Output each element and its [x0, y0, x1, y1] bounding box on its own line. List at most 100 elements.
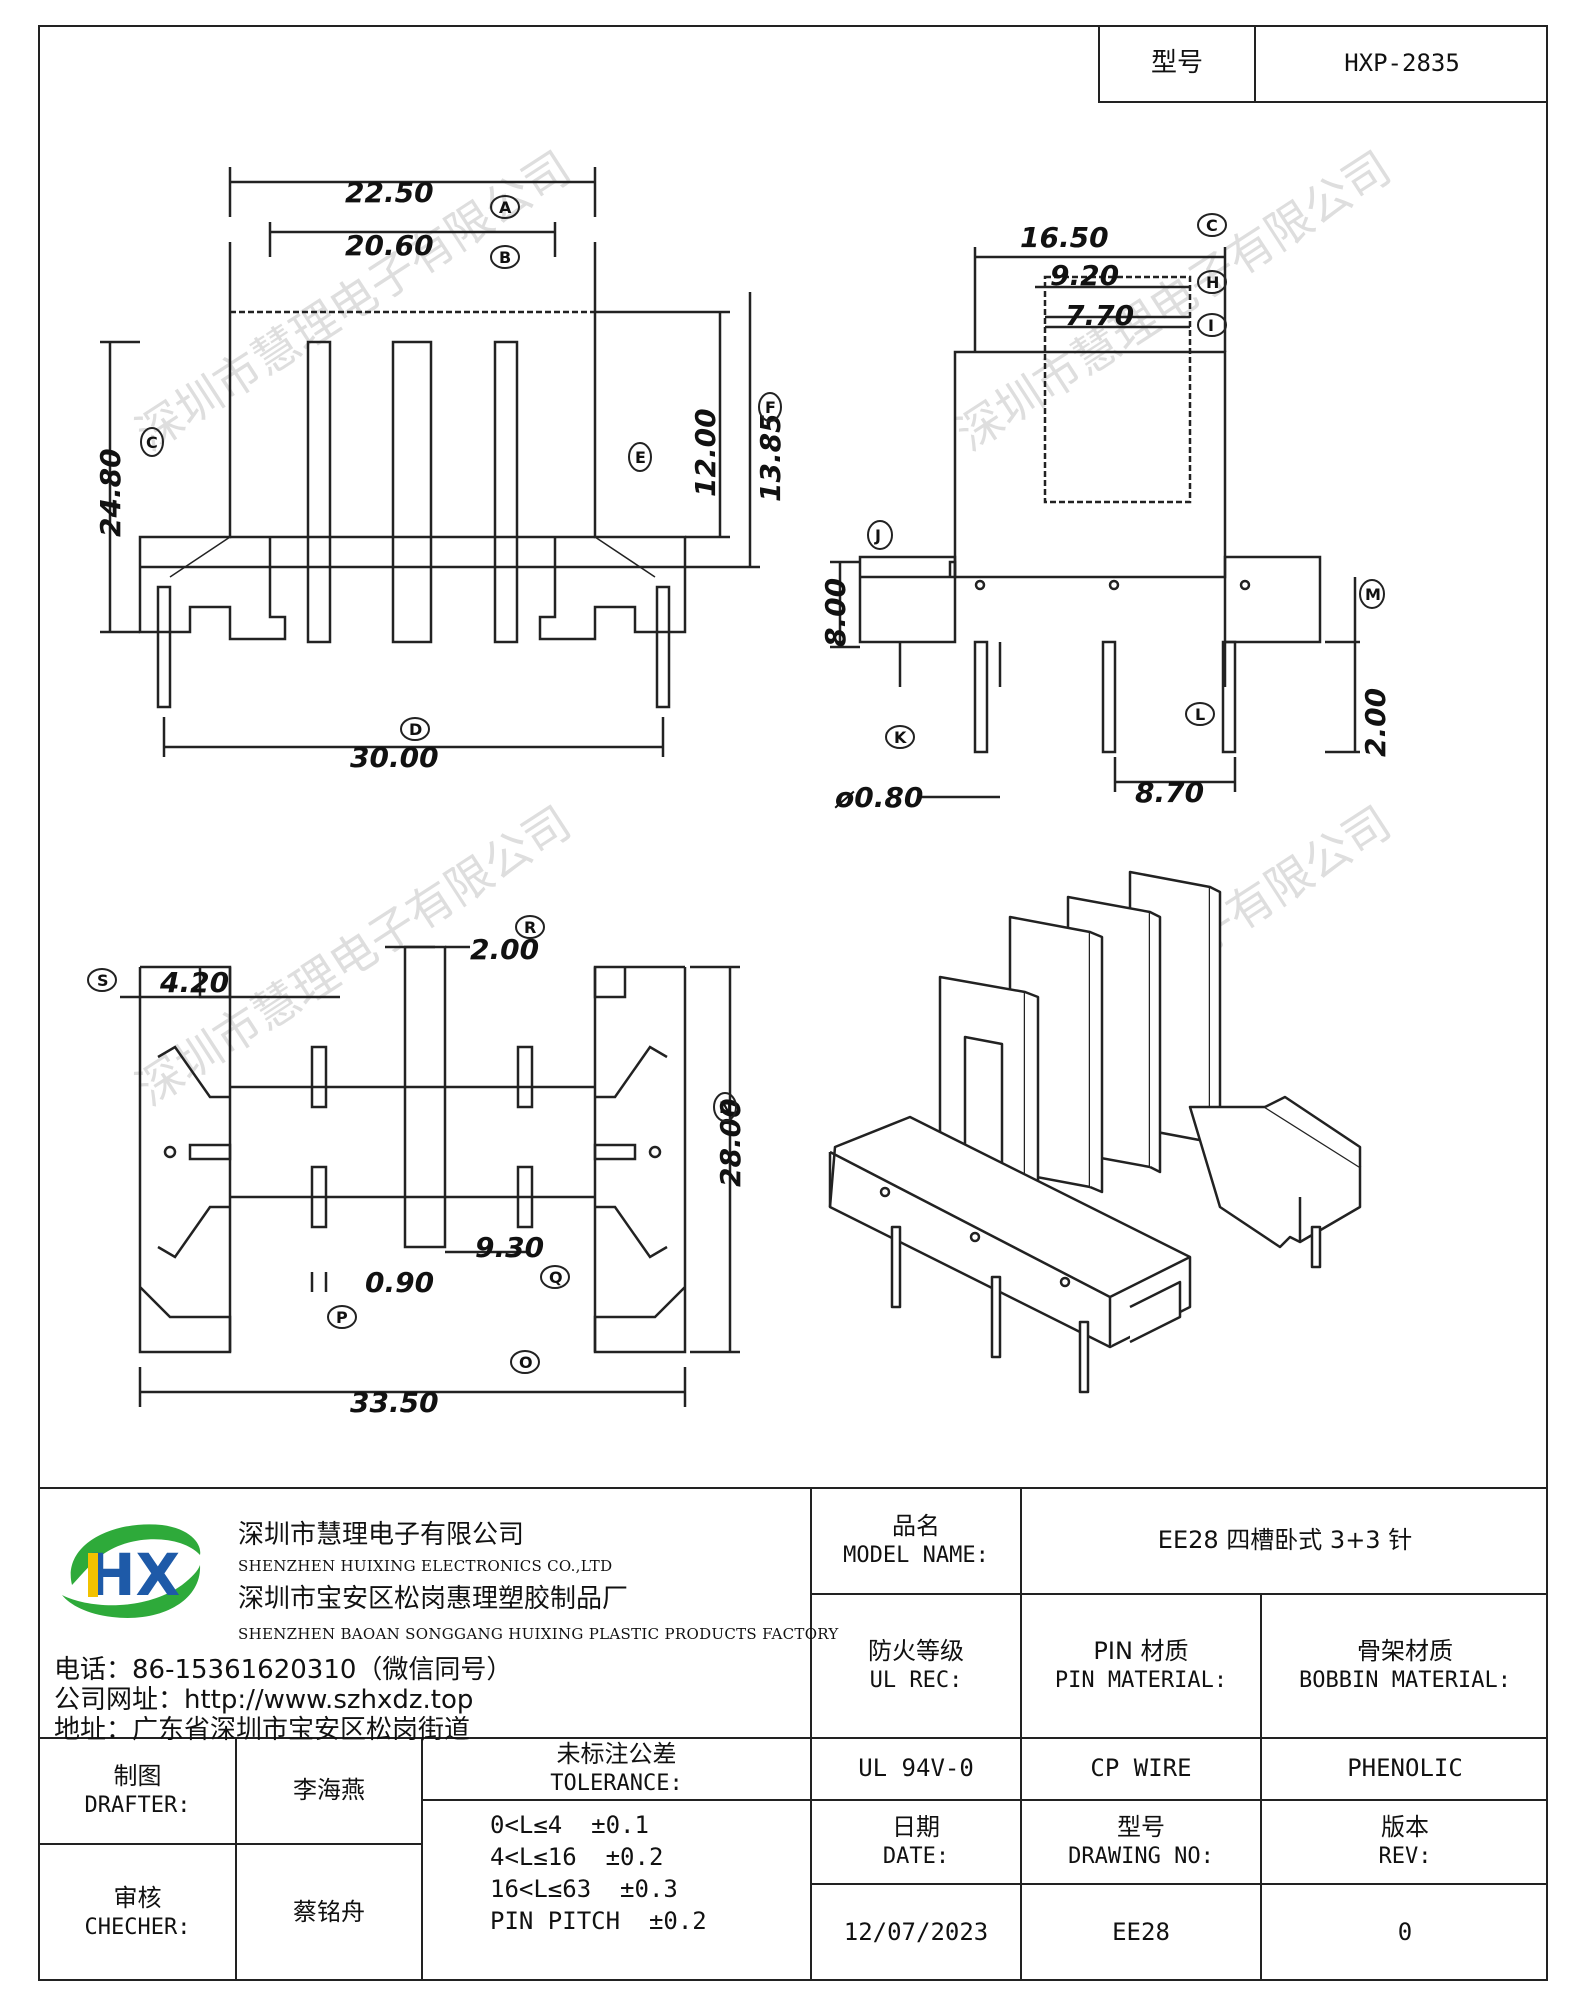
checker-en: CHECHER: [84, 1915, 191, 1941]
ul-rec-cn: 防火等级 [868, 1637, 964, 1666]
tb-line-2 [810, 1593, 1548, 1595]
date-cn: 日期 [892, 1813, 940, 1842]
header-divider-mid [1254, 27, 1256, 103]
front-view-outline [138, 242, 287, 641]
company-phone: 电话：86-15361620310（微信同号） [54, 1655, 513, 1685]
date-value: 12/07/2023 [843, 1918, 989, 1947]
dim-30-00: 30.00 [350, 741, 439, 774]
header-bottom-line [1098, 101, 1548, 103]
dim-16-50: 16.50 [1020, 221, 1109, 254]
tb-vline-4 [235, 1737, 237, 1981]
company-address: 地址：广东省深圳市宝安区松岗街道 [54, 1715, 471, 1745]
dim-24-80: 24.80 [94, 448, 127, 537]
checker-label: 审核 CHECHER: [40, 1845, 235, 1981]
dim-20-60: 20.60 [345, 229, 434, 262]
logo-text: HX [87, 1541, 180, 1609]
label-q: Q [549, 1268, 563, 1287]
drawing-sheet: 型号 HXP-2835 深圳市慧理电子有限公司 深圳市慧理电子有限公司 深圳市慧… [38, 25, 1548, 1981]
label-n: N [719, 1098, 732, 1117]
tolerance-line: 0<L≤4 ±0.1 [490, 1811, 649, 1839]
tb-line-3 [40, 1737, 1548, 1739]
ul-rec-label: 防火等级 UL REC: [812, 1595, 1020, 1737]
drafter-label: 制图 DRAFTER: [40, 1739, 235, 1843]
tolerance-en: TOLERANCE: [550, 1771, 683, 1797]
model-name-cn: 品名 [892, 1512, 940, 1541]
ul-rec-value: UL 94V-0 [858, 1754, 974, 1783]
label-c: C [146, 433, 158, 452]
bobbin-material-en: BOBBIN MATERIAL: [1299, 1668, 1511, 1694]
label-p: P [336, 1308, 348, 1327]
label-a: A [499, 198, 512, 217]
label-o: O [519, 1353, 533, 1372]
tb-line-6 [810, 1883, 1548, 1885]
drafter-cn: 制图 [113, 1762, 162, 1791]
rev-cn: 版本 [1381, 1813, 1429, 1842]
drawing-no-cn: 型号 [1117, 1813, 1165, 1842]
bobbin-material-value: PHENOLIC [1347, 1754, 1463, 1783]
dim-9-30: 9.30 [475, 1231, 544, 1264]
dim-13-85: 13.85 [754, 413, 787, 502]
dim-8-70: 8.70 [1135, 776, 1204, 809]
dim-8-00: 8.00 [819, 578, 852, 647]
side-view-dims: 16.50 9.20 7.70 8.00 ø0.80 8.70 2.00 [819, 221, 1392, 814]
tb-vline-2 [1020, 1487, 1022, 1981]
side-view-labels [867, 213, 1385, 749]
label-m: M [1365, 585, 1381, 604]
ul-rec-en: UL REC: [869, 1668, 963, 1694]
dim-2-00: 2.00 [1359, 688, 1392, 757]
pin-material-en: PIN MATERIAL: [1054, 1668, 1228, 1694]
isometric-view [828, 870, 1362, 1394]
dim-28-00: 28.00 [714, 1098, 747, 1187]
drafter-name: 李海燕 [293, 1776, 365, 1805]
label-i: I [1208, 316, 1214, 335]
front-view [100, 167, 760, 757]
pin-material-label: PIN 材质 PIN MATERIAL: [1022, 1595, 1260, 1737]
technical-drawing: 深圳市慧理电子有限公司 深圳市慧理电子有限公司 深圳市慧理电子有限公司 深圳市慧… [87, 140, 1401, 1419]
drawing-no-label: 型号 DRAWING NO: [1022, 1801, 1260, 1883]
header-model-label: 型号 [1150, 48, 1203, 79]
pin-material-value: CP WIRE [1090, 1754, 1192, 1783]
label-j: J [874, 526, 881, 545]
label-d: D [409, 720, 422, 739]
tolerance-line: 16<L≤63 ±0.3 [490, 1875, 678, 1903]
rev-value: 0 [1397, 1918, 1413, 1947]
watermark-text: 深圳市慧理电子有限公司 [947, 140, 1401, 461]
model-name-value: EE28 四槽卧式 3+3 针 [1157, 1526, 1413, 1555]
tolerance-line: 4<L≤16 ±0.2 [490, 1843, 664, 1871]
label-h: H [1206, 273, 1219, 292]
bobbin-material-label: 骨架材质 BOBBIN MATERIAL: [1262, 1595, 1548, 1737]
date-label: 日期 DATE: [812, 1801, 1020, 1883]
bottom-view [120, 945, 740, 1407]
pin-material-cn: PIN 材质 [1093, 1637, 1189, 1666]
tb-vline-3 [1260, 1593, 1262, 1981]
tolerance-label: 未标注公差 TOLERANCE: [423, 1739, 810, 1799]
tolerance-table: 0<L≤4 ±0.1 4<L≤16 ±0.2 16<L≤63 ±0.3 PIN … [490, 1809, 707, 1937]
label-k: K [894, 728, 907, 747]
tolerance-cn: 未标注公差 [556, 1740, 677, 1769]
factory-name-en: SHENZHEN BAOAN SONGGANG HUIXING PLASTIC … [238, 1625, 839, 1643]
front-view-outline [538, 242, 687, 641]
label-l: L [1195, 705, 1205, 724]
bottom-view-label-text: R S N Q P O [97, 918, 732, 1372]
drawing-no-en: DRAWING NO: [1068, 1844, 1214, 1870]
label-r: R [524, 918, 536, 937]
drafter-en: DRAFTER: [84, 1793, 191, 1819]
model-name-label: 品名 MODEL NAME: [812, 1489, 1020, 1593]
dim-0-80: ø0.80 [834, 781, 923, 814]
tb-line-4 [421, 1799, 1548, 1801]
bottom-view-labels [87, 915, 737, 1374]
rev-en: REV: [1378, 1844, 1432, 1870]
dim-22-50: 22.50 [345, 176, 434, 209]
side-view [830, 247, 1360, 799]
checker-name: 蔡铭舟 [293, 1898, 365, 1927]
front-view-labels [140, 195, 782, 741]
bobbin-material-cn: 骨架材质 [1357, 1637, 1453, 1666]
tb-vline-1 [810, 1487, 812, 1981]
header-divider-left [1098, 27, 1100, 103]
company-name-en: SHENZHEN HUIXING ELECTRONICS CO.,LTD [238, 1557, 613, 1575]
checker-cn: 审核 [113, 1884, 162, 1913]
drawing-no-value: EE28 [1112, 1918, 1170, 1947]
company-website: 公司网址：http://www.szhxdz.top [54, 1685, 474, 1715]
dim-33-50: 33.50 [350, 1386, 439, 1419]
label-s: S [97, 971, 109, 990]
